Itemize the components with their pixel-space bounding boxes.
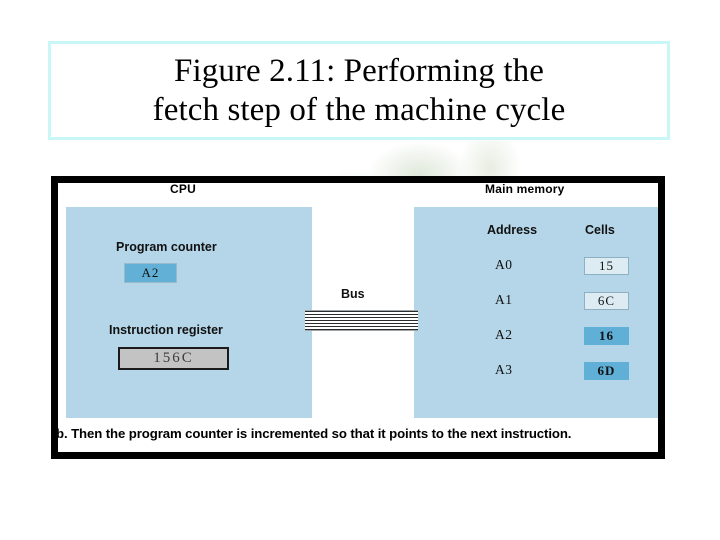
memory-row: A3 6D [58, 362, 658, 386]
instruction-register-value: 156C [153, 350, 194, 366]
memory-cell: 15 [584, 257, 629, 275]
memory-address: A2 [495, 327, 513, 342]
program-counter-label: Program counter [116, 240, 217, 254]
memory-address: A0 [495, 257, 513, 272]
memory-column-header-cells: Cells [585, 223, 615, 237]
program-counter-value-box: A2 [124, 263, 177, 283]
figure-frame: CPU Main memory Program counter A2 Instr… [51, 176, 665, 459]
bus-label: Bus [341, 287, 365, 301]
cpu-heading: CPU [170, 183, 196, 196]
memory-cell: 6D [584, 362, 629, 380]
figure-caption: b. Then the program counter is increment… [58, 426, 572, 441]
program-counter-value: A2 [141, 265, 160, 280]
memory-address: A3 [495, 362, 513, 377]
memory-cell: 16 [584, 327, 629, 345]
memory-row: A1 6C [58, 292, 658, 316]
memory-row: A0 15 [58, 257, 658, 281]
main-memory-panel [414, 207, 658, 418]
main-memory-heading: Main memory [485, 183, 565, 196]
memory-column-header-address: Address [487, 223, 538, 237]
cpu-panel [66, 207, 312, 418]
bus-lines-icon [305, 310, 418, 331]
instruction-register-label: Instruction register [109, 323, 223, 337]
memory-row: A2 16 [58, 327, 658, 351]
page-title: Figure 2.11: Performing the fetch step o… [152, 52, 566, 128]
memory-cell: 6C [584, 292, 629, 310]
slide-title-box: Figure 2.11: Performing the fetch step o… [48, 41, 670, 140]
memory-address: A1 [495, 292, 513, 307]
instruction-register-value-box: 156C [118, 347, 229, 370]
figure-inner: CPU Main memory Program counter A2 Instr… [58, 183, 658, 452]
